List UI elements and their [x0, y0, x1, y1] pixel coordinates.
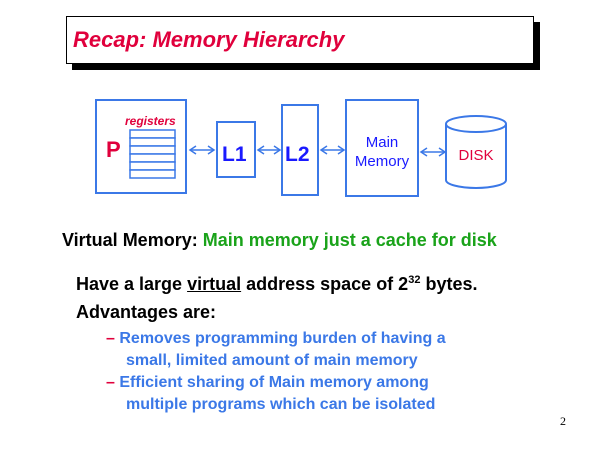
address-space-line: Have a large virtual address space of 23… [76, 274, 477, 295]
l2-label: L2 [285, 143, 310, 166]
line1-post: address space of 2 [241, 274, 409, 294]
slide-title: Recap: Memory Hierarchy [73, 27, 345, 52]
exponent: 32 [408, 274, 421, 286]
bullet-1-dash: – [106, 330, 115, 347]
virtual-memory-line: Virtual Memory: Main memory just a cache… [62, 230, 497, 251]
bullet-2-line2: multiple programs which can be isolated [126, 396, 436, 413]
virtual-word: virtual [187, 274, 242, 294]
main-memory-box [345, 99, 419, 197]
bullet-2-line1: – Efficient sharing of Main memory among [106, 374, 429, 392]
arrow-l1-l2 [256, 145, 282, 155]
bullet-1-line1: – Removes programming burden of having a [106, 330, 446, 348]
line1-pre: Have a large [76, 274, 188, 294]
bullet-2-dash: – [106, 374, 115, 391]
bullet-1-line2: small, limited amount of main memory [126, 352, 418, 369]
line1-end: bytes. [420, 274, 478, 294]
register-stack [129, 129, 176, 179]
disk-label: DISK [458, 147, 494, 164]
connection-arrows [188, 145, 447, 157]
processor-box [95, 99, 187, 194]
vm-heading: Virtual Memory: [62, 230, 198, 250]
bullet-2-text: Efficient sharing of Main memory among [119, 374, 429, 391]
page-number: 2 [560, 414, 566, 428]
l2-box [281, 104, 319, 196]
arrow-l2-mem [319, 145, 346, 155]
arrow-mem-disk [419, 147, 447, 157]
bullet-1-text: Removes programming burden of having a [119, 330, 446, 347]
processor-label: P [106, 137, 121, 162]
main-memory-line1: Main [365, 134, 399, 151]
disk-cylinder-icon [445, 115, 507, 189]
advantages-line: Advantages are: [76, 302, 217, 322]
vm-text: Main memory just a cache for disk [202, 230, 497, 250]
title-box: Recap: Memory Hierarchy [66, 16, 534, 64]
registers-label: registers [125, 114, 176, 128]
l1-box [216, 121, 256, 178]
arrow-p-l1 [188, 145, 216, 155]
l1-label: L1 [222, 143, 247, 166]
main-memory-line2: Memory [354, 153, 410, 170]
main-memory-label: Main Memory [345, 133, 419, 171]
